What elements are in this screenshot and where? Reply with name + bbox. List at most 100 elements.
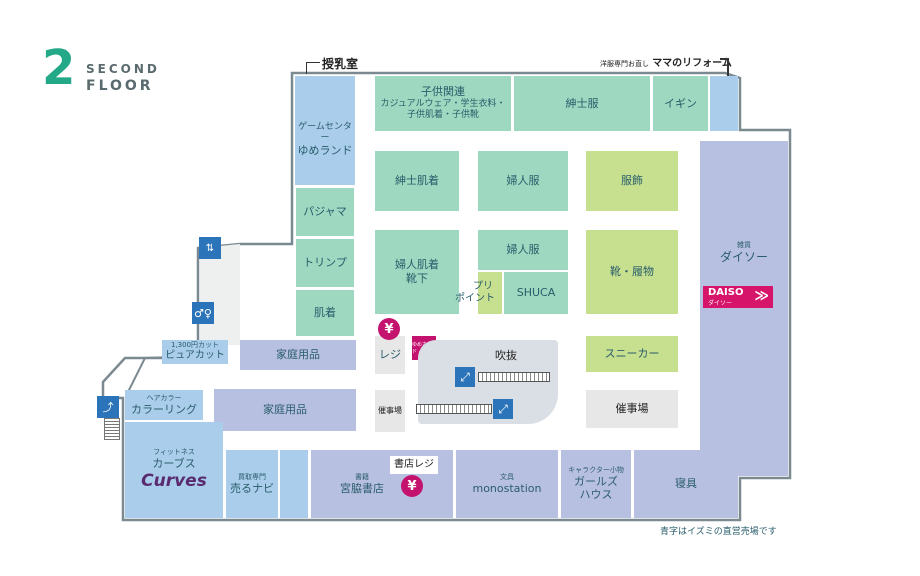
- atrium-label: 吹抜: [495, 349, 517, 363]
- store-kids-line2: 子供肌着・子供靴: [406, 110, 479, 121]
- store-curves-name: カーブス: [152, 456, 196, 470]
- store-mens-underwear-label: 紳士肌着: [395, 174, 439, 188]
- store-urunavi-name: 売るナビ: [230, 481, 274, 495]
- daiso-logo-sub: ダイソー: [708, 300, 733, 307]
- register-area[interactable]: レジ: [375, 336, 405, 374]
- store-puripoint[interactable]: プリ ポイント: [455, 272, 502, 314]
- event-space-1[interactable]: 催事場: [375, 390, 405, 432]
- game-center-small: ゲームセンター: [298, 121, 352, 144]
- floor-word-floor: FLOOR: [86, 78, 154, 94]
- reform-callout: 洋服専門お直し ママのリフォーム: [600, 54, 732, 69]
- store-daiso[interactable]: 雑貨 ダイソー: [700, 141, 788, 476]
- store-reform[interactable]: [710, 76, 738, 131]
- store-sneaker-label: スニーカー: [604, 347, 660, 361]
- escalator-icon-2[interactable]: ⤢: [493, 399, 513, 419]
- game-center[interactable]: [295, 76, 355, 185]
- store-pajama[interactable]: パジャマ: [296, 188, 354, 236]
- register-label: レジ: [379, 348, 401, 362]
- store-kids-name: 子供関連: [421, 85, 465, 99]
- store-bedding[interactable]: 寝具: [634, 450, 738, 518]
- store-mens-wear-label: 紳士服: [565, 96, 599, 110]
- store-pure-cut-name: ピュアカット: [165, 350, 225, 362]
- store-mens-wear[interactable]: 紳士服: [514, 76, 650, 131]
- store-womens-wear-2-label: 婦人服: [506, 243, 540, 257]
- store-accessories[interactable]: 服飾: [586, 151, 678, 211]
- bookstore-yen-icon: ¥: [401, 475, 423, 497]
- store-urunavi-small: 買取専門: [238, 472, 266, 481]
- store-monostation-name: monostation: [472, 481, 542, 495]
- store-hair-color[interactable]: ヘアカラー カラーリング: [125, 390, 203, 420]
- daiso-chevron-icon: ≫: [754, 288, 769, 304]
- store-bookstore-name: 宮脇書店: [340, 481, 384, 495]
- store-household-1[interactable]: 家庭用品: [240, 340, 356, 370]
- store-daiso-name: ダイソー: [719, 249, 768, 264]
- stairs-icon[interactable]: ⤴: [97, 396, 119, 418]
- store-womens-wear-label: 婦人服: [506, 174, 540, 188]
- store-girls-house[interactable]: キャラクター小物 ガールズ ハウス: [561, 450, 631, 518]
- yen-icon: ¥: [378, 318, 400, 340]
- store-igin[interactable]: イギン: [653, 76, 708, 131]
- restroom-icon[interactable]: ♂♀: [192, 302, 214, 324]
- store-kids-line1: カジュアルウェア・学生衣料・: [380, 99, 506, 110]
- event-space-2-label: 催事場: [615, 402, 649, 416]
- store-bedding-label: 寝具: [675, 477, 697, 491]
- footer-note: 青字はイズミの直営売場です: [660, 527, 777, 537]
- store-household-2[interactable]: 家庭用品: [214, 389, 356, 431]
- stairs: [104, 418, 120, 440]
- store-triumph-label: トリンプ: [303, 256, 347, 270]
- store-pajama-label: パジャマ: [303, 205, 347, 219]
- daiso-logo: DAISO ダイソー ≫: [703, 286, 773, 308]
- store-sneaker[interactable]: スニーカー: [586, 336, 678, 372]
- event-space-2[interactable]: 催事場: [586, 390, 678, 428]
- nursing-room-leader: [306, 62, 320, 74]
- store-puripoint-line1: プリ: [473, 280, 493, 292]
- escalator-track-2: [416, 404, 492, 414]
- store-undergarments-label: 肌着: [314, 306, 336, 320]
- store-womens-wear[interactable]: 婦人服: [478, 151, 568, 211]
- yen-icon-symbol: ¥: [384, 321, 394, 337]
- store-womens-underwear-line2: 靴下: [406, 272, 428, 285]
- reform-leader: [720, 58, 728, 60]
- bookstore-register-label: 書店レジ: [390, 456, 438, 474]
- store-womens-wear-2[interactable]: 婦人服: [478, 230, 568, 270]
- store-monostation-small: 文具: [500, 472, 514, 481]
- store-daiso-small: 雑貨: [737, 241, 751, 249]
- store-triumph[interactable]: トリンプ: [296, 239, 354, 287]
- game-center-name: ゆめランド: [297, 144, 353, 158]
- store-puripoint-line2: ポイント: [455, 293, 495, 304]
- store-curves-small: フィットネス: [153, 448, 195, 457]
- nursing-room-label: 授乳室: [322, 57, 359, 71]
- game-center-label: ゲームセンター ゆめランド: [295, 120, 355, 160]
- store-hair-color-name: カラーリング: [131, 402, 197, 416]
- store-hair-color-small: ヘアカラー: [146, 393, 182, 402]
- daiso-logo-text: DAISO: [708, 287, 744, 298]
- store-womens-underwear[interactable]: 婦人肌着 靴下: [375, 230, 459, 314]
- store-accessories-label: 服飾: [621, 174, 643, 188]
- floor-number: 2: [42, 40, 76, 96]
- event-space-1-label: 催事場: [378, 406, 402, 415]
- store-bookstore-small: 書籍: [355, 472, 369, 481]
- bookstore-yen-symbol: ¥: [407, 478, 417, 494]
- store-shuca[interactable]: SHUCA: [504, 272, 568, 314]
- store-shoes[interactable]: 靴・履物: [586, 230, 678, 314]
- escalator-track-1: [478, 372, 550, 382]
- reform-name: ママのリフォーム: [652, 58, 732, 69]
- store-household-2-label: 家庭用品: [263, 403, 307, 417]
- store-curves[interactable]: フィットネス カーブス Curves: [125, 422, 223, 518]
- store-mens-underwear[interactable]: 紳士肌着: [375, 151, 459, 211]
- store-monostation[interactable]: 文具 monostation: [456, 450, 558, 518]
- store-urunavi[interactable]: 買取専門 売るナビ: [226, 450, 278, 518]
- store-kids[interactable]: 子供関連 カジュアルウェア・学生衣料・ 子供肌着・子供靴: [375, 76, 511, 131]
- curves-logo: Curves: [141, 470, 207, 491]
- store-pure-cut[interactable]: 1,300円カット ピュアカット: [162, 340, 228, 364]
- store-girls-house-small: キャラクター小物: [568, 465, 624, 474]
- elevator-icon[interactable]: ⇅: [199, 237, 221, 259]
- store-igin-label: イギン: [664, 96, 697, 110]
- store-pure-cut-small: 1,300円カット: [170, 341, 220, 350]
- escalator-icon-1[interactable]: ⤢: [455, 367, 475, 387]
- store-household-1-label: 家庭用品: [276, 348, 320, 362]
- store-undergarments[interactable]: 肌着: [296, 290, 354, 336]
- store-blank-blue[interactable]: [280, 450, 308, 518]
- store-girls-house-line2: ハウス: [579, 488, 613, 502]
- store-womens-underwear-line1: 婦人肌着: [395, 258, 439, 272]
